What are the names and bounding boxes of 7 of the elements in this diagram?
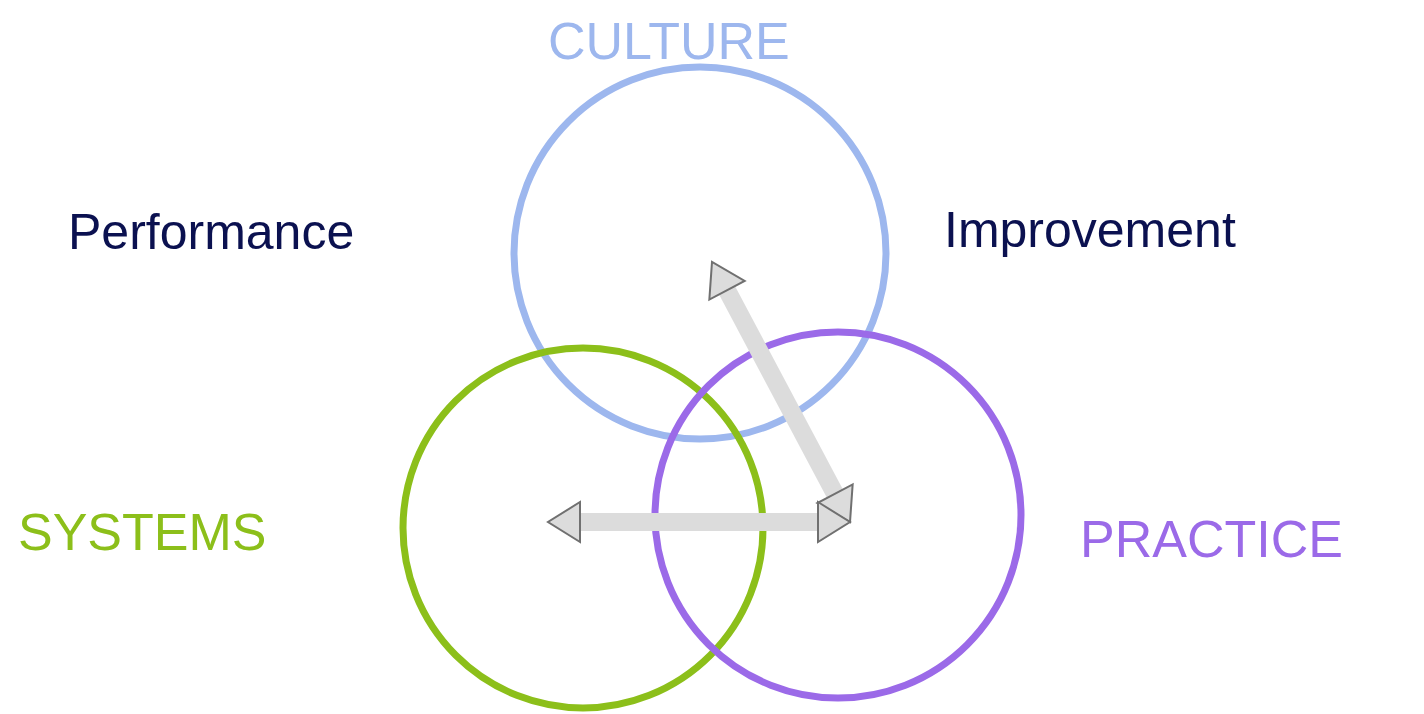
practice-heading: PRACTICE	[1080, 510, 1343, 568]
double-arrow	[547, 501, 851, 543]
culture-heading: CULTURE	[548, 12, 790, 70]
side-label: Performance	[68, 203, 355, 261]
double-arrow	[708, 261, 854, 523]
side-label: Improvement	[944, 201, 1236, 259]
systems-heading: SYSTEMS	[18, 503, 267, 561]
